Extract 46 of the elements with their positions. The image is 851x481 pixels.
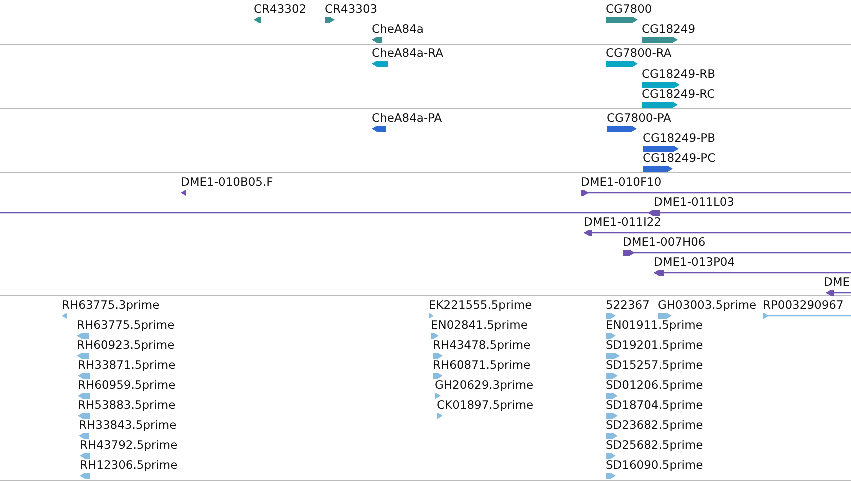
feature-label: DME1-013P04 (654, 255, 736, 269)
feature-label: GH20629.3prime (435, 378, 534, 392)
feature-label: CG18249-RB (642, 67, 716, 81)
feature-label: CG7800 (606, 2, 652, 16)
feature-label: EN01911.5prime (606, 318, 703, 332)
feature-label: RH43478.5prime (433, 338, 531, 352)
feature-label: RH12306.5prime (80, 458, 178, 472)
feature-label: SD19201.5prime (606, 338, 704, 352)
feature-label: RH60923.5prime (77, 338, 175, 352)
feature-label: 522367 (606, 298, 650, 312)
feature-label: RH53883.5prime (78, 398, 176, 412)
feature-label: CG7800-PA (607, 111, 672, 125)
feature-label: EN02841.5prime (431, 318, 528, 332)
feature-label: CR43302 (254, 2, 307, 16)
feature-label: SD16090.5prime (606, 458, 704, 472)
feature-label: SD23682.5prime (606, 418, 704, 432)
feature-label: SD25682.5prime (606, 438, 704, 452)
feature-label: DME1-010B05.F (181, 175, 274, 189)
feature-label: GH03003.5prime (658, 298, 757, 312)
feature-label: CheA84a-PA (372, 111, 442, 125)
feature-label: SD15257.5prime (606, 358, 704, 372)
feature-label: CR43303 (325, 2, 378, 16)
feature-label: CheA84a-RA (372, 46, 444, 60)
feature-label: RH43792.5prime (80, 438, 178, 452)
feature-label: CK01897.5prime (437, 398, 534, 412)
feature-label: DME1-011I22 (584, 215, 662, 229)
feature-label: DME1-007H06 (623, 235, 706, 249)
feature-label: SD18704.5prime (606, 398, 704, 412)
feature-label: RH33843.5prime (79, 418, 177, 432)
feature-label: CG18249-PB (643, 131, 716, 145)
feature-label: RH60959.5prime (78, 378, 176, 392)
feature-label: RH63775.3prime (62, 298, 160, 312)
feature-label: CheA84a (372, 22, 424, 36)
feature-label: RP003290967 (763, 298, 844, 312)
feature-label: CG7800-RA (606, 46, 672, 60)
feature-label: CG18249 (642, 22, 696, 36)
feature-label: RH33871.5prime (78, 358, 176, 372)
feature-label: DME1-010F10 (581, 175, 662, 189)
feature-label: DME1-011L03 (654, 195, 734, 209)
feature-label: RH60871.5prime (433, 358, 531, 372)
feature-label: RH63775.5prime (77, 318, 175, 332)
feature-label: CG18249-PC (643, 151, 716, 165)
feature-label: SD01206.5prime (606, 378, 704, 392)
feature-label: DME (824, 275, 850, 289)
feature-label: EK221555.5prime (429, 298, 532, 312)
feature-label: CG18249-RC (642, 87, 716, 101)
